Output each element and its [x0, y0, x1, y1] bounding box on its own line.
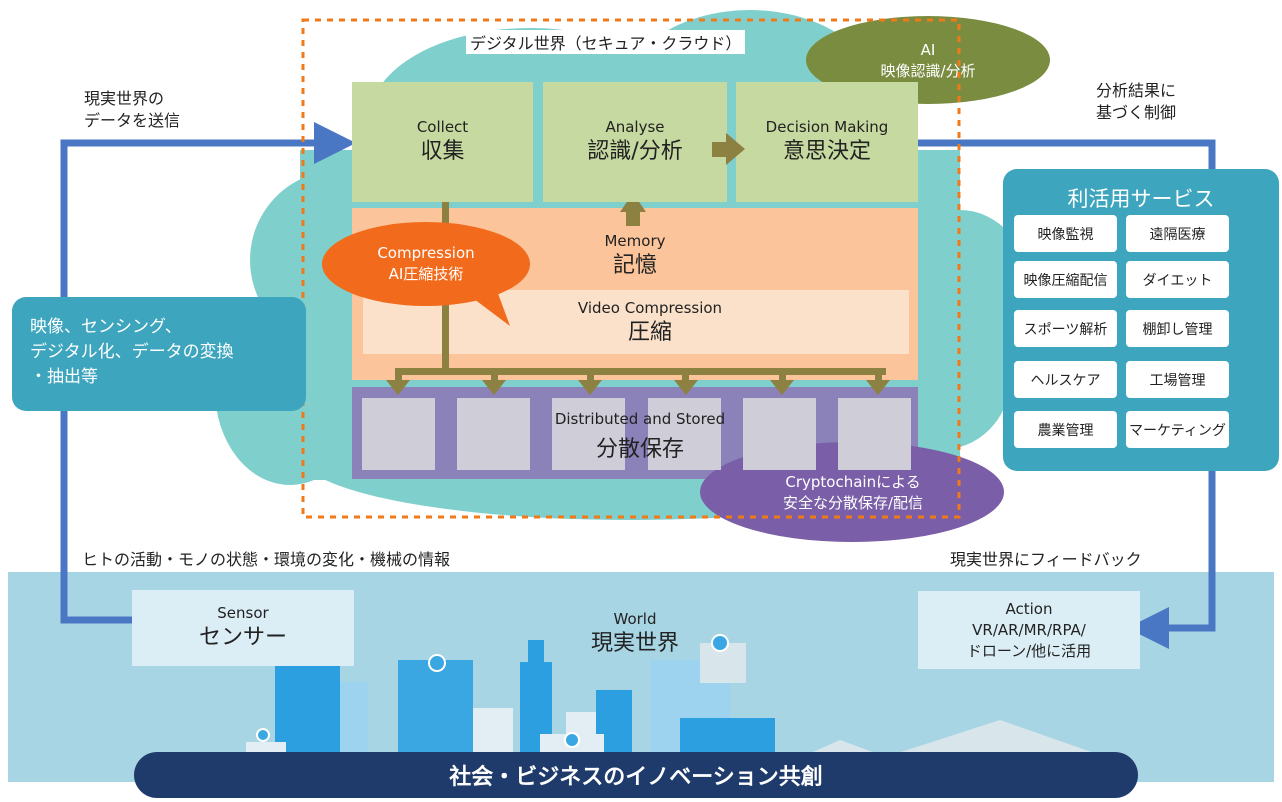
left-input-label-line1: 現実世界の — [84, 89, 165, 108]
left-input-label-line2: データを送信 — [84, 111, 181, 130]
ai-bubble-line1: AI — [920, 41, 936, 59]
distributed-en: Distributed and Stored — [554, 410, 726, 428]
digital-world-label: デジタル世界（セキュア・クラウド） — [466, 30, 746, 54]
memory-ja: 記憶 — [612, 253, 657, 278]
bottom-left-caption: ヒトの活動・モノの状態・環境の変化・機械の情報 — [82, 550, 451, 569]
decision-en: Decision Making — [765, 118, 889, 136]
crypto-bubble-line1: Cryptochainによる — [785, 473, 921, 491]
collect-stage: Collect 収集 — [352, 82, 533, 202]
service-item: ヘルスケア — [1014, 361, 1117, 398]
innovation-banner: 社会・ビジネスのイノベーション共創 — [134, 752, 1138, 798]
crypto-bubble-line2: 安全な分散保存/配信 — [782, 494, 924, 512]
compression-bubble: Compression AI圧縮技術 — [336, 242, 516, 286]
world-en: World — [613, 610, 657, 628]
sensor-en: Sensor — [217, 604, 269, 622]
action-box: Action VR/AR/MR/RPA/ ドローン/他に活用 — [918, 591, 1140, 669]
collect-ja: 収集 — [420, 139, 465, 164]
right-output-label-line2: 基づく制御 — [1096, 103, 1177, 122]
video-compression-ja: 圧縮 — [627, 320, 672, 345]
analyse-ja: 認識/分析 — [587, 139, 683, 164]
right-output-label: 分析結果に 基づく制御 — [1096, 80, 1176, 124]
left-input-label: 現実世界の データを送信 — [84, 88, 180, 132]
action-line2: VR/AR/MR/RPA/ — [972, 620, 1086, 639]
service-item: 棚卸し管理 — [1126, 310, 1229, 347]
distributed-label: Distributed and Stored 分散保存 — [520, 404, 760, 470]
service-item: 遠隔医療 — [1126, 215, 1229, 252]
digital-world-boundary — [301, 18, 961, 519]
decision-stage: Decision Making 意思決定 — [736, 82, 918, 202]
sensor-box: Sensor センサー — [132, 590, 354, 666]
service-item: ダイエット — [1126, 261, 1229, 298]
right-output-label-line1: 分析結果に — [1096, 81, 1177, 100]
ai-bubble-line2: 映像認識/分析 — [880, 62, 976, 80]
analyse-en: Analyse — [605, 118, 665, 136]
service-item: 農業管理 — [1014, 411, 1117, 448]
bottom-right-caption: 現実世界にフィードバック — [950, 550, 1142, 569]
services-panel: 利活用サービス 映像監視 遠隔医療 映像圧縮配信 ダイエット スポーツ解析 棚卸… — [1003, 169, 1279, 471]
crypto-bubble: Cryptochainによる 安全な分散保存/配信 — [722, 470, 984, 516]
data-processing-box: 映像、センシング、 デジタル化、データの変換 ・抽出等 — [12, 297, 306, 411]
ai-bubble: AI 映像認識/分析 — [830, 36, 1026, 86]
analyse-decision-arrow-overlay — [712, 133, 745, 165]
storage-cell — [457, 398, 530, 470]
storage-cell — [838, 398, 911, 470]
video-compression-en: Video Compression — [577, 299, 723, 317]
action-line3: ドローン/他に活用 — [966, 641, 1092, 660]
sensor-ja: センサー — [198, 625, 287, 650]
service-item: 工場管理 — [1126, 361, 1229, 398]
service-item: マーケティング — [1126, 411, 1229, 448]
world-ja: 現実世界 — [590, 631, 679, 656]
collect-en: Collect — [416, 118, 469, 136]
service-item: 映像監視 — [1014, 215, 1117, 252]
storage-cell — [648, 398, 721, 470]
memory-en: Memory — [604, 232, 666, 250]
data-processing-line2: デジタル化、データの変換 — [30, 342, 234, 362]
video-compression-label: Video Compression 圧縮 — [500, 296, 800, 350]
distribution-arrows — [386, 368, 890, 395]
compression-bubble-shape — [322, 222, 530, 326]
decision-ja: 意思決定 — [782, 139, 871, 164]
data-processing-line3: ・抽出等 — [30, 367, 98, 387]
compression-bubble-line1: Compression — [377, 244, 475, 262]
service-item: 映像圧縮配信 — [1014, 261, 1117, 298]
innovation-banner-shape — [134, 752, 1138, 798]
analyse-stage: Analyse 認識/分析 — [543, 82, 727, 202]
data-processing-line1: 映像、センシング、 — [30, 317, 182, 337]
distributed-ja: 分散保存 — [595, 437, 684, 462]
action-line1: Action — [1005, 599, 1053, 618]
memory-label: Memory 記憶 — [560, 228, 710, 284]
innovation-banner-text: 社会・ビジネスのイノベーション共創 — [449, 765, 823, 790]
services-title: 利活用サービス — [1067, 187, 1215, 211]
storage-cell — [362, 398, 435, 470]
world-label: World 現実世界 — [560, 606, 710, 662]
storage-cell — [743, 398, 816, 470]
service-item: スポーツ解析 — [1014, 310, 1117, 347]
storage-cell — [552, 398, 625, 470]
memory-to-analyse-arrow — [620, 193, 646, 226]
compression-bubble-line2: AI圧縮技術 — [388, 265, 464, 283]
